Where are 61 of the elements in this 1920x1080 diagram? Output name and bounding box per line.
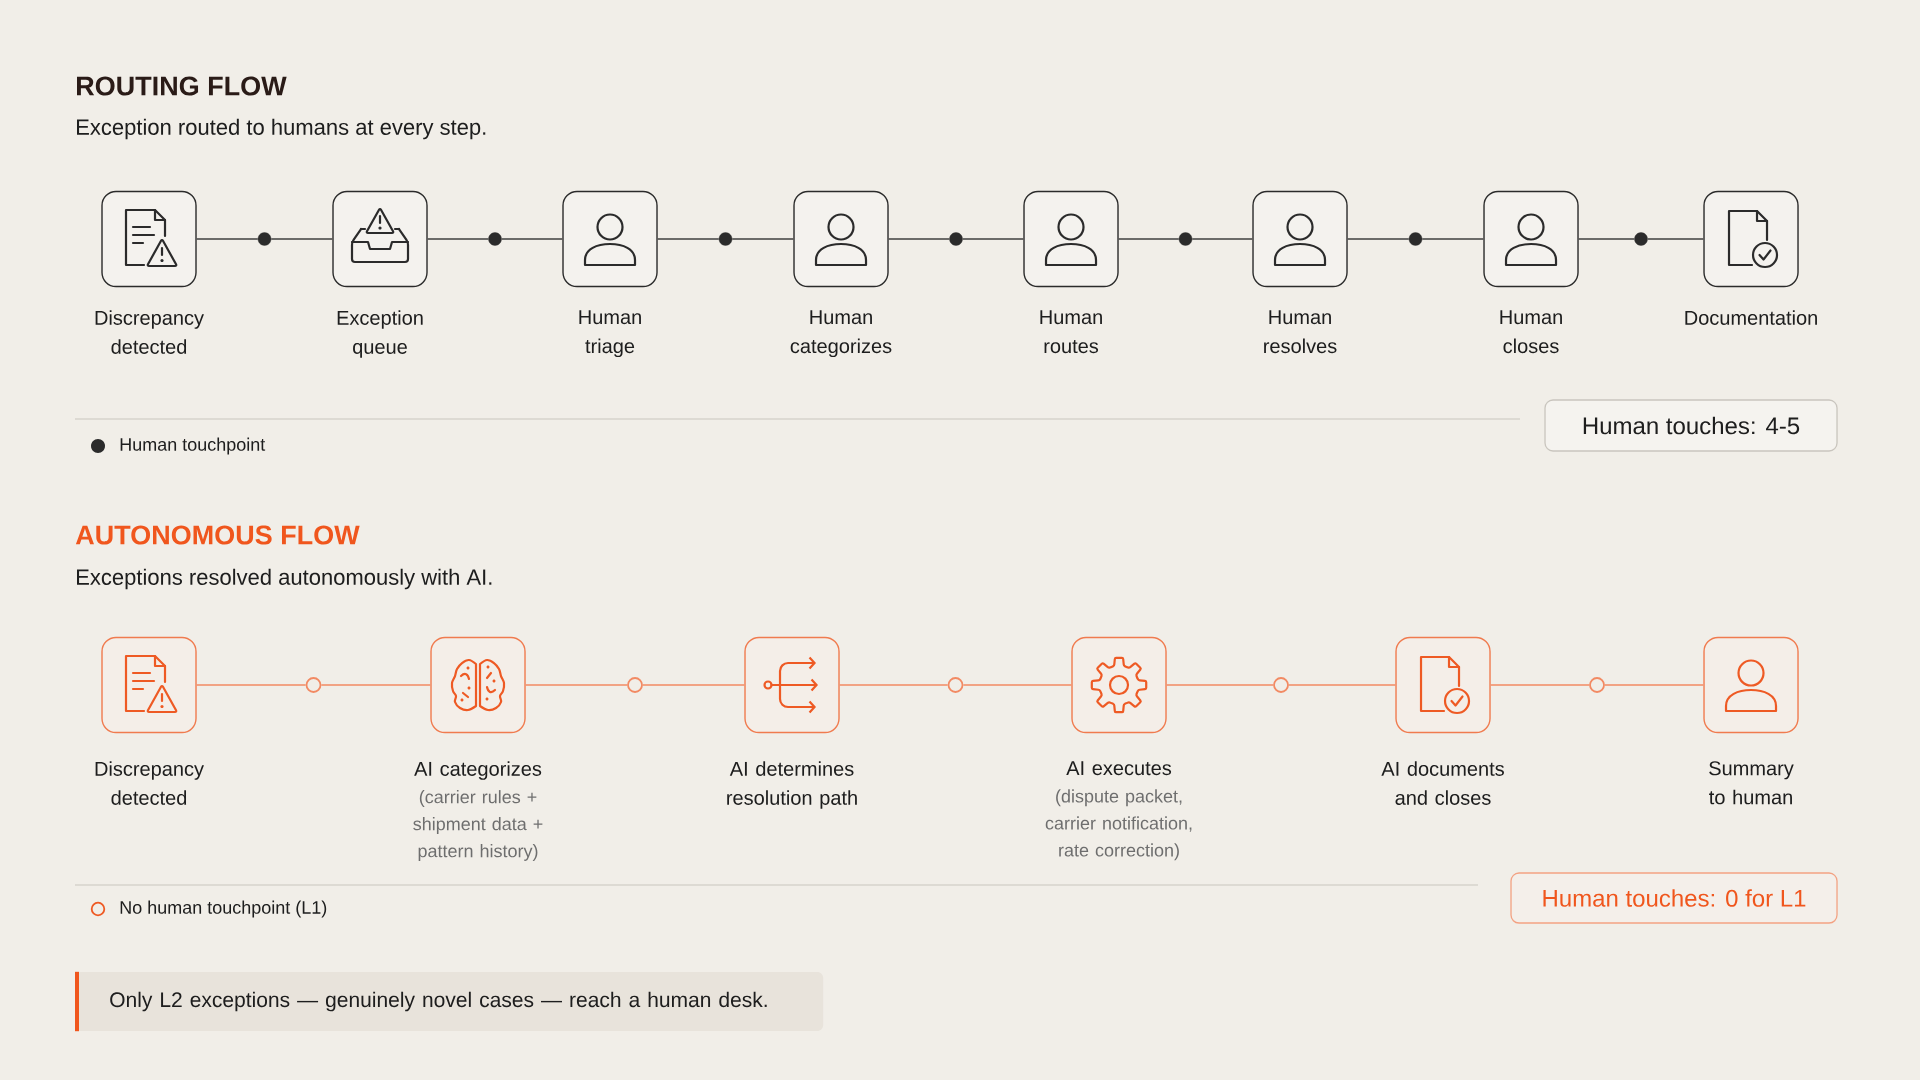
connector-line: [642, 684, 745, 686]
connector-line: [1347, 238, 1410, 240]
callout-box: Only L2 exceptions — genuinely novel cases — reach a human desk.: [75, 971, 824, 1032]
step-label: Human resolves: [1264, 310, 1337, 354]
step-label: Documentation: [1685, 310, 1817, 325]
connector-line: [196, 238, 259, 240]
step-label: Human categorizes: [790, 310, 892, 358]
connector-line: [1118, 238, 1180, 240]
connector-line: [1490, 684, 1590, 686]
touchpoint-marker: [1634, 232, 1648, 246]
step-label: AI categorizes: [414, 761, 542, 780]
connector-line: [1604, 684, 1704, 686]
step-label: AI determines resolution path: [727, 761, 857, 809]
connector-line: [320, 684, 431, 686]
step-label: Discrepancy detected: [95, 310, 204, 354]
touchpoint-marker: [1178, 232, 1193, 246]
step-label: AI documents and closes: [1381, 761, 1504, 805]
touchpoint-marker: [305, 677, 322, 693]
connector-line: [839, 684, 949, 686]
step-description: (dispute packet, carrier notification, rate correction): [1045, 789, 1192, 861]
connector-line: [962, 684, 1072, 686]
connector-line: [962, 238, 1024, 240]
connector-line: [270, 238, 333, 240]
connector-line: [1421, 238, 1484, 240]
connector-line: [888, 238, 950, 240]
step-label: AI executes: [1066, 761, 1172, 776]
legend-label: Human touchpoint: [120, 437, 266, 455]
connector-line: [525, 684, 628, 686]
connector-line: [657, 238, 720, 240]
connector-line: [1191, 238, 1253, 240]
step-label: Discrepancy detected: [95, 761, 204, 805]
step-description: (carrier rules + shipment data + pattern history): [413, 790, 543, 861]
touchpoint-marker: [1408, 232, 1423, 246]
touchpoint-marker: [718, 232, 733, 246]
step-label: Human triage: [579, 310, 641, 358]
connector-line: [501, 238, 563, 240]
touchpoint-marker: [949, 232, 963, 246]
touchpoint-marker: [1589, 677, 1605, 693]
touchpoint-marker: [488, 232, 502, 246]
step-label: Human closes: [1500, 310, 1562, 354]
touchpoint-marker: [947, 677, 964, 693]
connector-line: [1578, 238, 1635, 240]
section-subtitle: Exceptions resolved autonomously with AI.: [77, 568, 492, 590]
section-heading: ROUTING FLOW: [77, 76, 287, 96]
touchpoint-marker: [627, 677, 643, 693]
connector-line: [1288, 684, 1396, 686]
legend-label: No human touchpoint (L1): [120, 900, 327, 918]
connector-line: [1647, 238, 1704, 240]
step-label: Exception queue: [337, 310, 423, 358]
step-label: Human routes: [1040, 310, 1102, 354]
touchpoint-marker: [1273, 677, 1289, 693]
connector-line: [196, 684, 307, 686]
touchpoint-marker: [257, 232, 272, 246]
connector-line: [731, 238, 794, 240]
step-label: Summary to human: [1709, 761, 1794, 805]
touch-count-box: Human touches: 0 for L1: [1510, 872, 1838, 924]
connector-line: [1166, 684, 1274, 686]
section-subtitle: Exception routed to humans at every step.: [77, 118, 486, 140]
connector-line: [427, 238, 489, 240]
section-heading: AUTONOMOUS FLOW: [75, 525, 360, 545]
touch-count-box: Human touches: 4-5: [1544, 399, 1838, 452]
